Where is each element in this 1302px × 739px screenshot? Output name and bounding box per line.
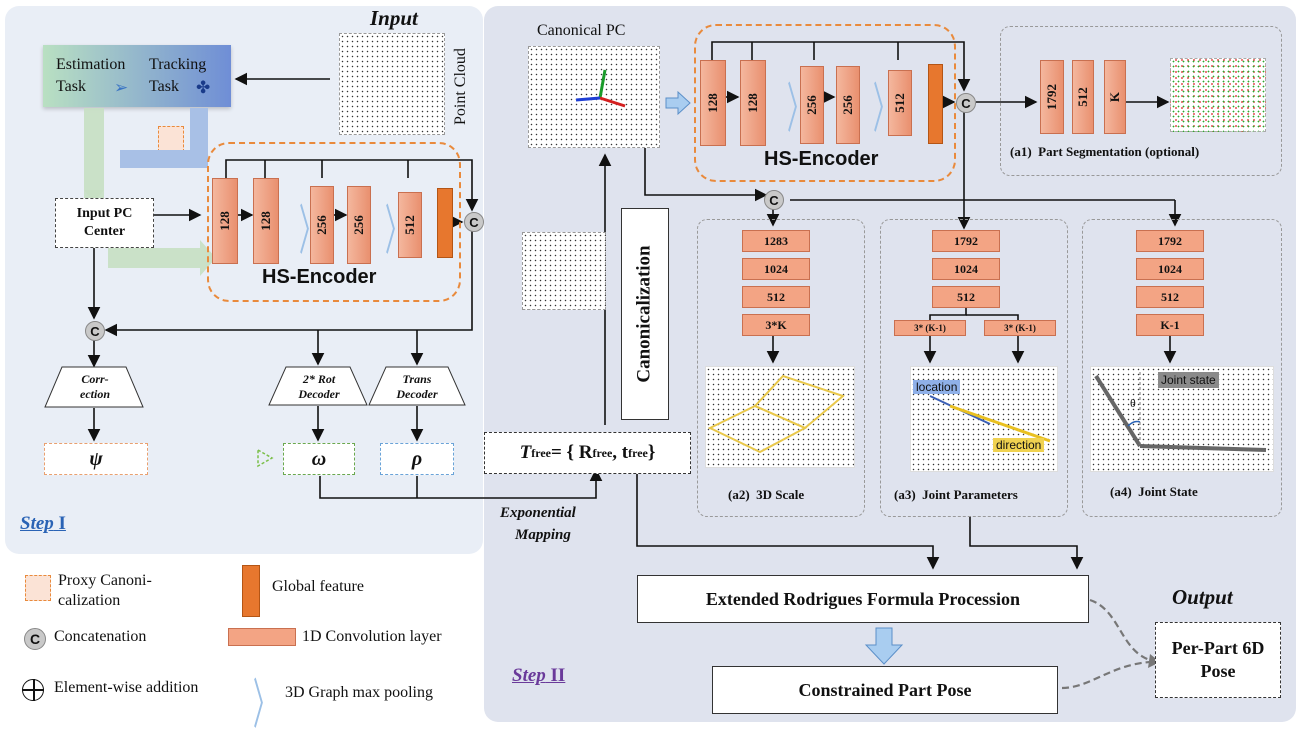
conv-layer: 256 — [310, 186, 334, 264]
proxy-canonicalization-icon — [158, 126, 184, 152]
joint-parameters-panel — [880, 219, 1068, 517]
rodrigues-box: Extended Rodrigues Formula Procession — [637, 575, 1089, 623]
rot-decoder-label: 2* Rot Decoder — [298, 372, 340, 401]
conv-layer: 128 — [740, 60, 766, 146]
conv-layer: 256 — [836, 66, 860, 144]
joint-vector-overlay — [929, 395, 1051, 443]
global-feature-block — [437, 188, 453, 258]
drone-icon: ✤ — [196, 78, 211, 97]
conv-layer: 512 — [398, 192, 422, 258]
tracking-flow-bar-h — [120, 150, 208, 168]
task-flow-bar — [84, 108, 104, 198]
fc-layer-split: 3* (K-1) — [984, 320, 1056, 336]
concat-node: C — [464, 212, 484, 232]
trans-decoder-shape — [368, 366, 466, 406]
psi-output: ψ — [44, 443, 148, 475]
theta-symbol: θ — [1130, 396, 1136, 410]
part-segmentation-caption: (a1) Part Segmentation (optional) — [1010, 144, 1200, 159]
bbox-overlay — [707, 374, 846, 454]
input-title: Input — [370, 6, 418, 30]
legend-conv1d-label: 1D Convolution layer — [302, 628, 442, 645]
3d-scale-caption: (a2) 3D Scale — [728, 487, 805, 502]
direction-tag: direction — [993, 438, 1045, 452]
legend-global-feature-label: Global feature — [272, 578, 364, 595]
rot-decoder-shape — [268, 366, 368, 406]
legend-proxy-label: Proxy Canoni-calization — [58, 572, 152, 609]
fc-layer: 3*K — [742, 314, 810, 336]
joint-state-panel — [1082, 219, 1282, 517]
fc-layer: 512 — [742, 286, 810, 308]
conv-layer: K — [1104, 60, 1126, 134]
plus-horizontal — [22, 689, 44, 691]
step2-label: Step II — [512, 665, 566, 686]
input-pc-center: Input PC Center — [55, 198, 154, 248]
fc-layer: 1024 — [1136, 258, 1204, 280]
3d-scale-panel — [697, 219, 865, 517]
location-tag: location — [913, 380, 961, 394]
concat-node: C — [85, 321, 105, 341]
constrained-pose-box: Constrained Part Pose — [712, 666, 1058, 714]
fc-layer: 1024 — [742, 258, 810, 280]
output-title: Output — [1172, 585, 1233, 609]
conv-layer: 512 — [888, 70, 912, 136]
canonical-pc-label: Canonical PC — [537, 22, 626, 39]
joint-state-caption: (a4) Joint State — [1110, 484, 1198, 499]
tracking-task-label: Tracking Task — [149, 56, 207, 95]
axes-icon — [575, 69, 626, 108]
step1-label: Step I — [20, 513, 66, 534]
joint-state-overlay — [1094, 372, 1267, 452]
global-feature-block — [928, 64, 943, 144]
fc-layer: 1283 — [742, 230, 810, 252]
hs-encoder-title: HS-Encoder — [764, 148, 879, 170]
rho-output: ρ — [380, 443, 454, 475]
canonicalization-box: Canonicalization — [621, 208, 669, 420]
legend-concat-label: Concatenation — [54, 628, 147, 645]
concat-icon: C — [24, 628, 46, 650]
hs-encoder-title: HS-Encoder — [262, 266, 377, 288]
hs-encoder-step2 — [694, 24, 956, 182]
task-box — [43, 45, 231, 107]
concat-node: C — [764, 190, 784, 210]
proxy-canonicalization-icon — [25, 575, 51, 601]
part-segmentation-panel — [1000, 26, 1282, 176]
estimation-task-label: Estimation Task — [56, 56, 126, 95]
fc-layer: 1792 — [1136, 230, 1204, 252]
legend-elementwise-label: Element-wise addition — [54, 679, 199, 696]
intermediate-point-cloud — [522, 232, 606, 310]
input-point-cloud — [339, 33, 445, 135]
concat-node: C — [956, 93, 976, 113]
hs-encoder-step1 — [207, 142, 461, 302]
conv1d-icon — [228, 628, 296, 646]
exp-mapping-line1: Exponential — [500, 505, 576, 521]
legend-pooling-label: 3D Graph max pooling — [285, 684, 433, 701]
per-part-pose-box: Per-Part 6D Pose — [1155, 622, 1281, 698]
paper-plane-icon: ➢ — [114, 78, 129, 97]
conv-layer: 512 — [1072, 60, 1094, 134]
fc-layer: 512 — [932, 286, 1000, 308]
fc-layer: K-1 — [1136, 314, 1204, 336]
point-cloud-label: Point Cloud — [452, 48, 469, 125]
conv-layer: 256 — [347, 186, 371, 264]
correction-decoder-shape — [44, 366, 144, 408]
conv-layer: 128 — [212, 178, 238, 264]
fc-layer: 1792 — [932, 230, 1000, 252]
pooling-icon: 〉 — [252, 675, 278, 735]
conv-layer: 128 — [700, 60, 726, 146]
segmentation-result-image — [1170, 58, 1266, 132]
correction-decoder-label: Corr-ection — [80, 372, 110, 401]
fc-layer: 1024 — [932, 258, 1000, 280]
conv-layer: 256 — [800, 66, 824, 144]
exp-mapping-line2: Mapping — [515, 527, 571, 543]
joint-state-tag: Joint state — [1158, 372, 1219, 388]
fc-layer-split: 3* (K-1) — [894, 320, 966, 336]
global-feature-icon — [242, 565, 260, 617]
fc-layer: 512 — [1136, 286, 1204, 308]
conv-layer: 1792 — [1040, 60, 1064, 134]
omega-output: ω — [283, 443, 355, 475]
conv-layer: 128 — [253, 178, 279, 264]
joint-parameters-caption: (a3) Joint Parameters — [894, 487, 1018, 502]
trans-decoder-label: Trans Decoder — [396, 372, 438, 401]
